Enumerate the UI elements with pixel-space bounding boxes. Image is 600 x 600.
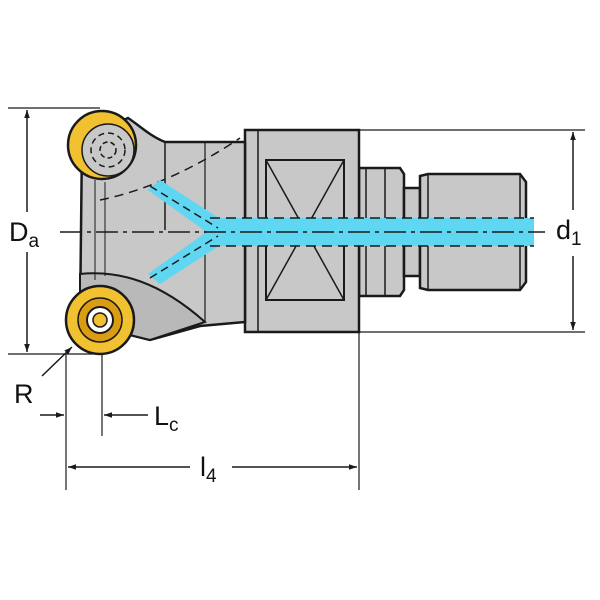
label-R: R	[14, 379, 34, 409]
dim-d1	[359, 129, 585, 333]
insert-top	[66, 109, 138, 181]
label-d1: d1	[556, 215, 582, 250]
shank	[357, 166, 528, 298]
dim-Da	[8, 107, 100, 355]
dim-l4	[68, 332, 360, 490]
coolant-main	[215, 218, 534, 246]
dim-Lc	[40, 354, 148, 490]
label-Lc: Lc	[154, 401, 179, 436]
hidden-pocket-edge	[99, 137, 241, 201]
label-l4: l4	[200, 452, 217, 487]
coolant-channels	[148, 180, 534, 284]
dim-R	[41, 346, 73, 377]
label-Da: Da	[9, 217, 40, 252]
insert-bottom	[64, 284, 136, 356]
